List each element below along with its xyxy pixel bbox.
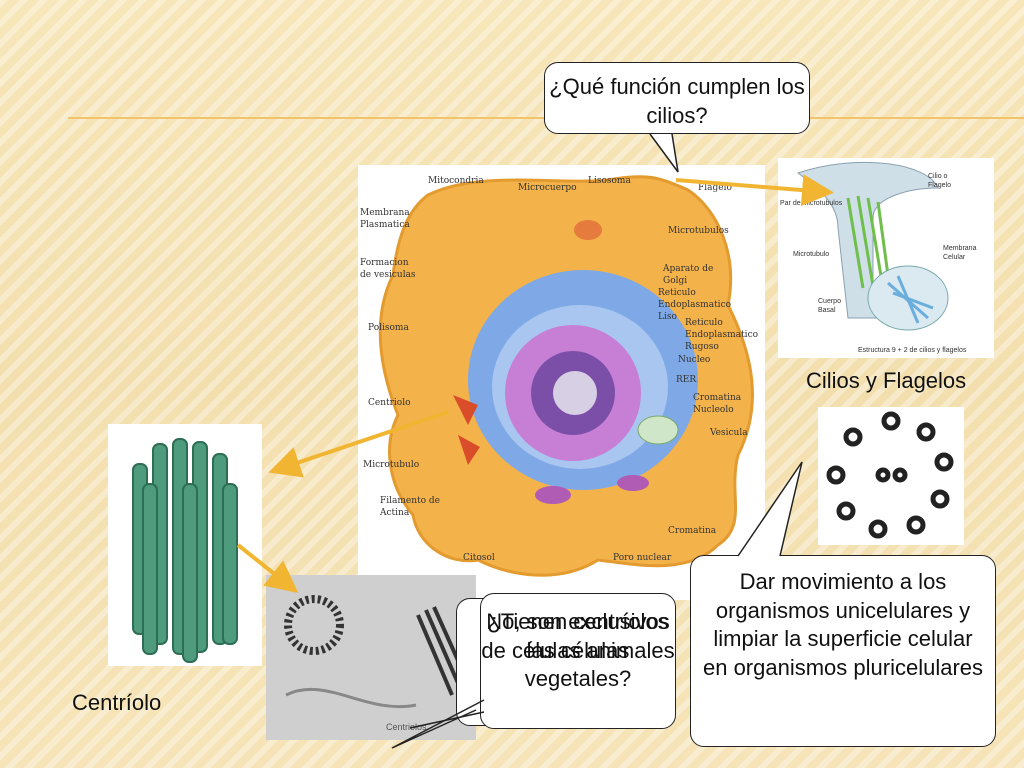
- svg-text:Cromatina: Cromatina: [693, 393, 742, 403]
- svg-text:Nucleo: Nucleo: [678, 355, 710, 365]
- overlap-text-b: ¿Tienen centríolos las células vegetales…: [487, 609, 669, 692]
- centriole-illustration: [108, 424, 262, 666]
- cilia-title: Cilios y Flagelos: [806, 368, 967, 393]
- svg-text:Golgi: Golgi: [663, 276, 687, 286]
- answer-text: Dar movimiento a los organismos unicelul…: [702, 569, 984, 680]
- svg-text:Flagelo: Flagelo: [928, 182, 951, 189]
- svg-text:Microtubulo: Microtubulo: [363, 460, 419, 470]
- svg-text:Centriolo: Centriolo: [368, 398, 411, 408]
- centriole-micrograph: Centriolos: [266, 575, 476, 740]
- svg-text:Polisoma: Polisoma: [368, 323, 409, 333]
- svg-text:Endoplasmatico: Endoplasmatico: [658, 300, 731, 310]
- svg-text:Rugoso: Rugoso: [685, 342, 719, 352]
- svg-text:Microtubulo: Microtubulo: [793, 251, 829, 258]
- svg-text:Mitocondria: Mitocondria: [428, 176, 484, 186]
- svg-text:Membrana: Membrana: [360, 208, 410, 218]
- svg-text:Plasmatica: Plasmatica: [360, 220, 410, 230]
- svg-text:Liso: Liso: [658, 312, 677, 322]
- svg-text:Celular: Celular: [943, 254, 966, 261]
- animal-cell-diagram: Mitocondria Microcuerpo Lisosoma Flagelo…: [358, 165, 765, 600]
- svg-text:Membrana: Membrana: [943, 245, 977, 252]
- svg-text:Actina: Actina: [379, 508, 410, 518]
- svg-text:Poro nuclear: Poro nuclear: [613, 553, 672, 563]
- svg-text:Cromatina: Cromatina: [668, 526, 717, 536]
- svg-text:de vesiculas: de vesiculas: [360, 270, 416, 280]
- overlap-bubble-front: No, son exclusivos de células animales ¿…: [480, 593, 676, 729]
- centriole-title: Centríolo: [72, 690, 162, 715]
- svg-text:Cilio o: Cilio o: [928, 173, 948, 180]
- svg-text:Formacion: Formacion: [360, 258, 409, 268]
- question-bubble: ¿Qué función cumplen los cilios?: [544, 62, 810, 134]
- svg-text:Citosol: Citosol: [463, 553, 495, 563]
- question-text: ¿Qué función cumplen los cilios?: [549, 74, 805, 128]
- svg-text:Flagelo: Flagelo: [698, 183, 732, 193]
- svg-text:Microtubulos: Microtubulos: [668, 226, 729, 236]
- svg-text:Filamento de: Filamento de: [380, 496, 440, 506]
- overlap-text-a: No, son exclusivos de células animales: [481, 609, 675, 663]
- svg-text:Basal: Basal: [818, 307, 836, 314]
- svg-text:RER: RER: [676, 375, 696, 385]
- svg-text:Lisosoma: Lisosoma: [588, 176, 631, 186]
- svg-text:Endoplasmatico: Endoplasmatico: [685, 330, 758, 340]
- svg-text:Nucleolo: Nucleolo: [693, 405, 734, 415]
- svg-text:Cuerpo: Cuerpo: [818, 298, 841, 305]
- svg-text:Par de microtubulos: Par de microtubulos: [780, 200, 843, 207]
- micrograph-caption: Centriolos: [386, 722, 427, 732]
- svg-text:Reticulo: Reticulo: [685, 318, 723, 328]
- svg-text:Aparato de: Aparato de: [662, 264, 713, 274]
- svg-text:Microcuerpo: Microcuerpo: [518, 183, 577, 193]
- svg-text:Estructura 9 + 2 de cilios y f: Estructura 9 + 2 de cilios y flagelos: [858, 347, 967, 354]
- axoneme-micrograph: [818, 407, 964, 545]
- svg-text:Vesicula: Vesicula: [709, 428, 748, 438]
- cilia-flagella-diagram: Cilio o Flagelo Par de microtubulos Micr…: [778, 158, 994, 358]
- svg-text:Reticulo: Reticulo: [658, 288, 696, 298]
- answer-bubble: Dar movimiento a los organismos unicelul…: [690, 555, 996, 747]
